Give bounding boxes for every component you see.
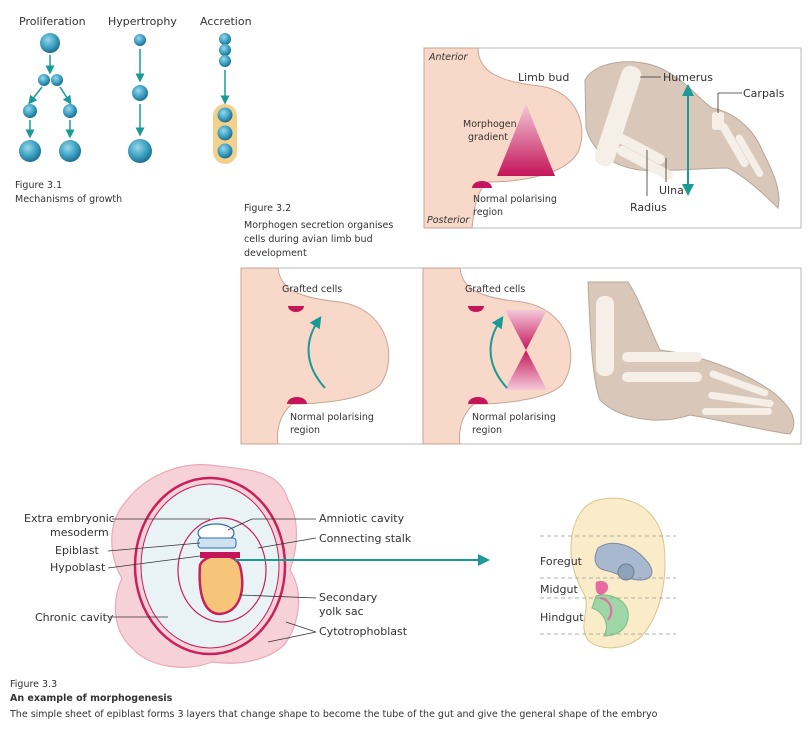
cell bbox=[134, 34, 146, 46]
figure-3-2-bottom: Grafted cells Normal polarising region G… bbox=[240, 267, 802, 445]
digit-bone bbox=[735, 134, 764, 178]
figure-3-3: Extra embryonic mesoderm Epiblast Hypobl… bbox=[9, 464, 676, 720]
ulna-bone bbox=[617, 145, 673, 181]
foregut-label: Foregut bbox=[540, 555, 583, 568]
migration-arrow bbox=[489, 316, 508, 389]
cell bbox=[219, 44, 231, 56]
ulna-label: Ulna bbox=[659, 184, 684, 197]
cytotrophoblast-label: Cytotrophoblast bbox=[319, 625, 408, 638]
npr-label-1: Normal polarising bbox=[290, 412, 374, 423]
npr-label-2: region bbox=[472, 425, 502, 436]
npr-label-2: region bbox=[290, 425, 320, 436]
cell bbox=[40, 33, 60, 53]
limb-bud-label: Limb bud bbox=[518, 71, 569, 84]
figure-3-1: Proliferation Hypertrophy Accretion Figu… bbox=[15, 15, 252, 205]
extra-embryonic-label-2: mesoderm bbox=[50, 526, 109, 539]
figure-3-2-caption-3: development bbox=[244, 248, 307, 259]
npr-label-1: Normal polarising bbox=[473, 194, 557, 205]
foregut-region bbox=[594, 542, 653, 581]
midgut-label: Midgut bbox=[540, 583, 578, 596]
figure-3-1-number: Figure 3.1 bbox=[15, 180, 62, 191]
radius-bone bbox=[622, 352, 702, 362]
hypoblast-label: Hypoblast bbox=[50, 561, 106, 574]
cell bbox=[219, 55, 231, 67]
grafted-label: Grafted cells bbox=[465, 284, 525, 295]
proliferation-label: Proliferation bbox=[19, 15, 86, 28]
radius-bone bbox=[609, 129, 665, 165]
limb-bud bbox=[240, 267, 390, 445]
morphogen-gradient bbox=[505, 350, 547, 390]
anterior-label: Anterior bbox=[428, 52, 468, 63]
cell bbox=[59, 140, 81, 162]
digit-bone bbox=[708, 391, 774, 408]
hypertrophy-label: Hypertrophy bbox=[108, 15, 177, 28]
figure-3-3-number: Figure 3.3 bbox=[10, 679, 57, 690]
epiblast bbox=[197, 537, 237, 549]
accretion-label: Accretion bbox=[200, 15, 252, 28]
humerus-bone bbox=[596, 296, 614, 376]
migration-arrow bbox=[307, 316, 326, 389]
cell bbox=[217, 143, 233, 159]
radius-label: Radius bbox=[630, 201, 667, 214]
chronic-cavity-label: Chronic cavity bbox=[35, 611, 114, 624]
yolk-sac-label-2: yolk sac bbox=[319, 605, 364, 618]
humerus-label: Humerus bbox=[663, 71, 713, 84]
secondary-yolk-sac bbox=[198, 554, 244, 616]
cell bbox=[219, 33, 231, 45]
polarising-region bbox=[468, 397, 488, 404]
figure-3-2-top: Anterior Posterior Limb bud Morphogen gr… bbox=[423, 47, 802, 229]
extraembryonic-mesoderm bbox=[177, 517, 267, 623]
figure-3-2-caption-2: cells during avian limb bud bbox=[244, 234, 373, 245]
cell bbox=[128, 139, 152, 163]
amniotic-cavity-label: Amniotic cavity bbox=[319, 512, 405, 525]
cell bbox=[38, 74, 50, 86]
morphogen-label-2: gradient bbox=[468, 132, 508, 143]
morphogen-gradient bbox=[497, 104, 555, 176]
cell bbox=[63, 104, 77, 118]
npr-label-2: region bbox=[473, 207, 503, 218]
figure-3-3-title: An example of morphogenesis bbox=[10, 693, 173, 704]
posterior-label: Posterior bbox=[427, 215, 470, 226]
extra-embryonic-label-1: Extra embryonic bbox=[24, 512, 115, 525]
humerus-bone bbox=[594, 65, 642, 167]
polarising-region bbox=[287, 397, 307, 404]
hypoblast bbox=[200, 552, 240, 558]
figure-3-3-caption: The simple sheet of epiblast forms 3 lay… bbox=[9, 709, 658, 720]
limb-bud bbox=[423, 47, 583, 229]
cell bbox=[51, 74, 63, 86]
morphogen-label-1: Morphogen bbox=[463, 119, 517, 130]
grafted-label: Grafted cells bbox=[282, 284, 342, 295]
morphogen-gradient bbox=[505, 310, 547, 350]
carpals-label: Carpals bbox=[743, 87, 785, 100]
figure-3-2-caption: Figure 3.2 Morphogen secretion organises… bbox=[244, 203, 393, 259]
cell bbox=[217, 107, 233, 123]
digit-bone bbox=[709, 370, 769, 397]
connecting-stalk-label: Connecting stalk bbox=[319, 532, 412, 545]
digit-bone bbox=[719, 122, 749, 168]
trophoblast-layer bbox=[133, 476, 287, 656]
ulna-bone bbox=[622, 372, 702, 382]
yolk-sac-label-1: Secondary bbox=[319, 591, 378, 604]
figure-3-2-number: Figure 3.2 bbox=[244, 203, 291, 214]
cell bbox=[132, 85, 148, 101]
grafted-cells bbox=[468, 306, 484, 312]
figure-3-1-caption: Mechanisms of growth bbox=[15, 194, 122, 205]
cell bbox=[217, 125, 233, 141]
midgut-region bbox=[595, 580, 609, 595]
npr-label-1: Normal polarising bbox=[472, 412, 556, 423]
digit-bone bbox=[702, 408, 772, 415]
grafted-cells bbox=[288, 306, 304, 312]
cell bbox=[23, 104, 37, 118]
hindgut-label: Hindgut bbox=[540, 611, 584, 624]
epiblast-label: Epiblast bbox=[55, 544, 99, 557]
cell bbox=[19, 140, 41, 162]
figure-3-2-caption-1: Morphogen secretion organises bbox=[244, 220, 393, 231]
polarising-region bbox=[472, 181, 492, 188]
